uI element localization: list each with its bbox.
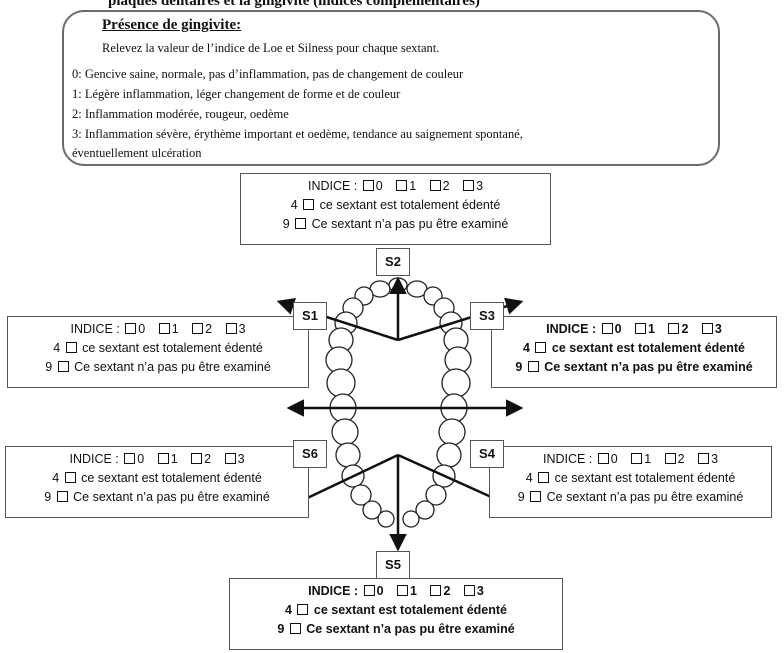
s1-edente-row: 4 ce sextant est totalement édenté — [53, 341, 263, 355]
s3-indice-row: INDICE : 0 1 2 3 — [546, 322, 722, 336]
s5-checkbox-3[interactable] — [463, 584, 475, 596]
s3-non-examine-row: 9 Ce sextant n’a pas pu être examiné — [515, 360, 753, 374]
sextant-s2-box: INDICE : 0 1 2 3 4 ce sextant est totale… — [240, 173, 551, 245]
s2-edente-row: 4 ce sextant est totalement édenté — [290, 198, 501, 212]
s3-edente-row: 4 ce sextant est totalement édenté — [522, 341, 746, 355]
s1-checkbox-1[interactable] — [158, 322, 170, 334]
s2-checkbox-3[interactable] — [463, 179, 475, 191]
s1-checkbox-2[interactable] — [192, 322, 204, 334]
s1-checkbox-3[interactable] — [225, 322, 237, 334]
sextant-s4-box: INDICE : 0 1 2 3 4 ce sextant est totale… — [489, 446, 772, 518]
s3-tag: S3 — [470, 302, 504, 330]
legend-grade-3-cont: éventuellement ulcération — [72, 146, 202, 160]
s6-tag: S6 — [293, 440, 327, 468]
s2-checkbox-0[interactable] — [362, 179, 374, 191]
s5-tag: S5 — [376, 551, 410, 579]
s6-edente-row: 4 ce sextant est totalement édenté — [52, 471, 262, 485]
sextant-s1-box: INDICE : 0 1 2 3 4 ce sextant est totale… — [7, 316, 309, 388]
s4-checkbox-0[interactable] — [597, 452, 609, 464]
s4-checkbox-4[interactable] — [538, 471, 550, 483]
s5-checkbox-4[interactable] — [297, 603, 309, 615]
s2-indice-row: INDICE : 0 1 2 3 — [307, 179, 484, 193]
s2-checkbox-1[interactable] — [396, 179, 408, 191]
s5-checkbox-2[interactable] — [430, 584, 442, 596]
sextant-s3-box: INDICE : 0 1 2 3 4 ce sextant est totale… — [491, 316, 777, 388]
s6-indice-row: INDICE : 0 1 2 3 — [69, 452, 245, 466]
s6-non-examine-row: 9 Ce sextant n’a pas pu être examiné — [44, 490, 270, 504]
s5-checkbox-9[interactable] — [289, 622, 301, 634]
s4-edente-row: 4 ce sextant est totalement édenté — [525, 471, 736, 485]
s6-checkbox-9[interactable] — [56, 490, 68, 502]
s3-checkbox-0[interactable] — [601, 322, 613, 334]
s3-checkbox-2[interactable] — [668, 322, 680, 334]
cut-header: plaques dentaires et la gingivite (indic… — [108, 0, 480, 9]
s2-checkbox-4[interactable] — [303, 198, 315, 210]
s4-indice-row: INDICE : 0 1 2 3 — [542, 452, 719, 466]
s3-checkbox-9[interactable] — [527, 360, 539, 372]
s4-checkbox-3[interactable] — [698, 452, 710, 464]
s4-checkbox-2[interactable] — [664, 452, 676, 464]
s5-checkbox-0[interactable] — [363, 584, 375, 596]
s4-checkbox-9[interactable] — [530, 490, 542, 502]
legend-grade-0: 0: Gencive saine, normale, pas d’inflamm… — [72, 67, 464, 81]
s5-non-examine-row: 9 Ce sextant n’a pas pu être examiné — [277, 622, 515, 636]
s5-checkbox-1[interactable] — [397, 584, 409, 596]
s1-indice-row: INDICE : 0 1 2 3 — [70, 322, 246, 336]
sextant-s6-box: INDICE : 0 1 2 3 4 ce sextant est totale… — [5, 446, 309, 518]
s2-non-examine-row: 9 Ce sextant n’a pas pu être examiné — [282, 217, 509, 231]
s6-checkbox-3[interactable] — [224, 452, 236, 464]
s2-checkbox-9[interactable] — [295, 217, 307, 229]
s4-checkbox-1[interactable] — [631, 452, 643, 464]
s2-tag: S2 — [376, 248, 410, 276]
s6-checkbox-2[interactable] — [191, 452, 203, 464]
s1-tag: S1 — [293, 302, 327, 330]
s3-checkbox-3[interactable] — [701, 322, 713, 334]
s6-checkbox-0[interactable] — [124, 452, 136, 464]
s5-indice-row: INDICE : 0 1 2 3 — [308, 584, 484, 598]
s1-checkbox-0[interactable] — [125, 322, 137, 334]
s5-edente-row: 4 ce sextant est totalement édenté — [284, 603, 508, 617]
legend-grade-2: 2: Inflammation modérée, rougeur, oedème — [72, 107, 289, 121]
gingivitis-legend: Présence de gingivite: Relevez la valeur… — [62, 10, 720, 166]
s1-checkbox-9[interactable] — [57, 360, 69, 372]
legend-grade-3: 3: Inflammation sévère, érythème importa… — [72, 127, 523, 141]
s6-checkbox-4[interactable] — [64, 471, 76, 483]
legend-intro: Relevez la valeur de l’indice de Loe et … — [102, 41, 440, 55]
s3-checkbox-4[interactable] — [535, 341, 547, 353]
s3-checkbox-1[interactable] — [635, 322, 647, 334]
s1-non-examine-row: 9 Ce sextant n’a pas pu être examiné — [45, 360, 271, 374]
s4-non-examine-row: 9 Ce sextant n’a pas pu être examiné — [517, 490, 744, 504]
sextant-s5-box: INDICE : 0 1 2 3 4 ce sextant est totale… — [229, 578, 563, 650]
s2-checkbox-2[interactable] — [429, 179, 441, 191]
s6-checkbox-1[interactable] — [157, 452, 169, 464]
s4-tag: S4 — [470, 440, 504, 468]
legend-grade-1: 1: Légère inflammation, léger changement… — [72, 87, 401, 101]
legend-title: Présence de gingivite: — [102, 17, 242, 33]
s1-checkbox-4[interactable] — [65, 341, 77, 353]
